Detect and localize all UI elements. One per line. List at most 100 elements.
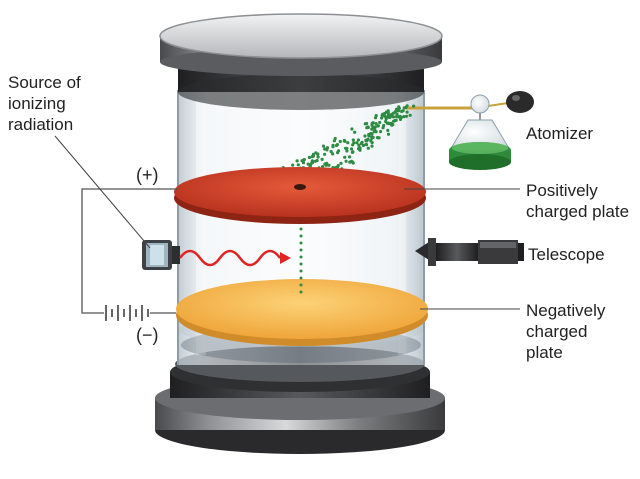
oil-drop: [348, 160, 352, 164]
oil-drop: [351, 150, 355, 154]
positive-plate: [174, 167, 426, 224]
oil-drop: [327, 163, 331, 167]
oil-drop: [346, 141, 350, 145]
oil-drop: [412, 104, 416, 108]
oil-drop: [402, 106, 406, 110]
oil-drop: [405, 110, 409, 114]
oil-drop: [377, 136, 381, 140]
oil-drop: [370, 144, 374, 148]
oil-drop: [301, 158, 305, 162]
source-label: Source of ionizing radiation: [8, 73, 81, 134]
oil-drop: [363, 134, 367, 138]
oil-drop: [397, 105, 401, 109]
oil-drop: [307, 155, 311, 160]
oil-drop: [408, 113, 412, 117]
oil-drop: [391, 115, 396, 119]
oil-drop: [316, 155, 320, 159]
oil-drop: [342, 138, 346, 143]
oil-drop: [350, 127, 354, 131]
oil-drop: [405, 104, 409, 108]
oil-drop: [386, 132, 391, 136]
oil-drop: [338, 139, 342, 144]
oil-drop: [310, 159, 314, 163]
oil-drop: [361, 143, 365, 148]
oil-drop: [348, 155, 352, 159]
oil-drop: [344, 159, 348, 163]
atomizer-label: Atomizer: [526, 124, 594, 143]
oil-drop: [336, 151, 340, 155]
oil-drop: [378, 120, 382, 125]
negative-plate-label: Negatively charged plate: [526, 301, 606, 362]
falling-oil-drop: [299, 283, 303, 287]
oil-drop: [384, 115, 388, 119]
oil-drop: [350, 160, 355, 164]
oil-drop: [395, 112, 399, 116]
falling-oil-drop: [299, 276, 303, 280]
oil-drop: [349, 147, 354, 151]
wave-icon: [178, 249, 282, 267]
oil-drop: [313, 159, 317, 163]
oil-drop: [370, 123, 374, 127]
oil-drop: [366, 125, 370, 130]
telescope-label: Telescope: [528, 245, 605, 264]
minus-sign: (−): [136, 325, 159, 345]
oil-drop: [374, 122, 378, 126]
oil-drop: [390, 123, 394, 127]
leader-lines: [54, 135, 520, 310]
wave-arrowhead: [280, 252, 291, 264]
oil-drop: [356, 138, 360, 142]
falling-oil-drop: [299, 241, 303, 245]
oil-drop: [381, 112, 385, 116]
oil-drop: [386, 110, 390, 115]
oil-drop: [382, 123, 386, 128]
oil-drop: [370, 127, 374, 131]
oil-drop: [323, 147, 327, 151]
oil-drop: [402, 115, 406, 119]
oil-drop: [320, 157, 324, 161]
oil-drop: [372, 130, 376, 134]
falling-oil-drop: [299, 255, 303, 259]
oil-drop: [323, 162, 327, 166]
falling-oil-drop: [299, 290, 303, 294]
circuit-wires: [81, 188, 178, 314]
oil-drop: [399, 116, 403, 120]
oil-drop: [353, 130, 357, 134]
oil-drop: [306, 162, 310, 166]
oil-drop: [358, 146, 362, 150]
oil-drop: [379, 130, 383, 134]
oil-drop: [311, 152, 315, 156]
oil-drop: [404, 114, 409, 118]
oil-drop: [329, 149, 333, 154]
oil-drop: [316, 152, 320, 156]
oil-drop: [376, 124, 380, 128]
falling-oil-drop: [299, 262, 303, 266]
oil-drop: [370, 132, 374, 136]
oil-drop: [345, 149, 349, 153]
oil-drop: [364, 142, 368, 146]
falling-oil-drop: [299, 227, 303, 231]
oil-drop: [373, 116, 378, 120]
oil-drop: [321, 144, 326, 148]
telescope-icon: [415, 238, 524, 266]
oil-drop: [365, 139, 369, 143]
oil-drop: [367, 134, 371, 138]
oil-drop: [325, 146, 330, 150]
radiation-source-icon: [142, 240, 180, 270]
oil-drop: [331, 145, 335, 149]
oil-drop: [351, 138, 355, 142]
oil-drop: [400, 109, 404, 114]
oil-drop: [296, 163, 300, 167]
oil-drop: [397, 108, 401, 112]
oil-drop: [301, 161, 306, 165]
oil-drop: [366, 146, 370, 150]
oil-drop: [335, 143, 339, 147]
oil-drop: [369, 139, 373, 143]
oil-drop: [359, 142, 363, 146]
oil-drop: [331, 152, 335, 156]
oil-drop: [343, 155, 347, 159]
oil-drop: [339, 161, 343, 165]
oil-drop: [352, 141, 356, 145]
negative-plate: [176, 279, 428, 346]
